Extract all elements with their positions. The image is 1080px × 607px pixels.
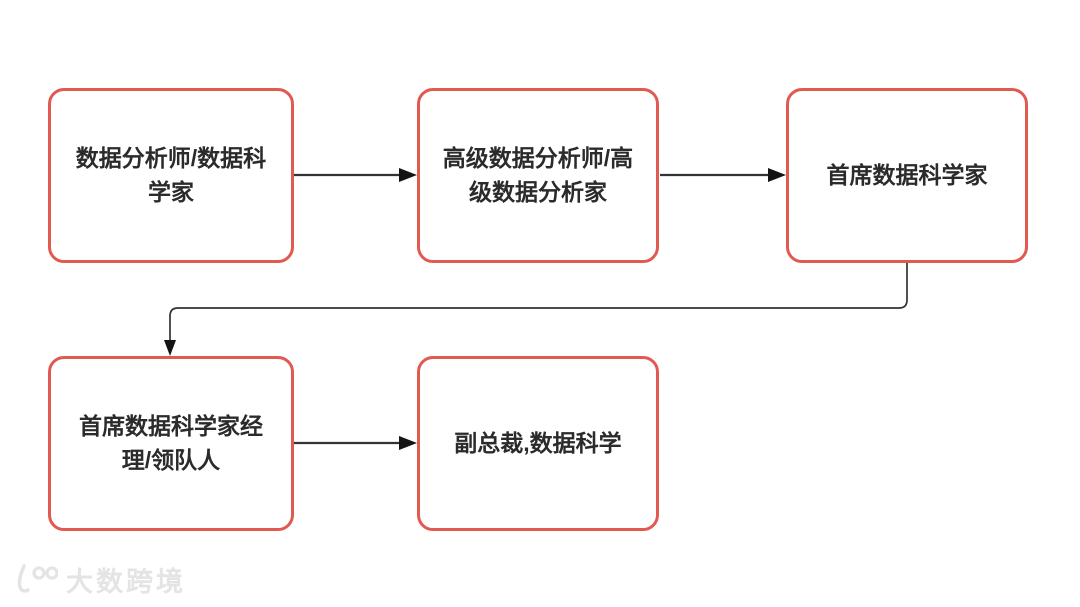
node-data-analyst-label: 数据分析师/数据科学家: [75, 145, 267, 205]
node-vp-data-science-label: 副总裁,数据科学: [454, 429, 622, 456]
node-senior-data-analyst: 高级数据分析师/高级数据分析家: [417, 88, 659, 263]
node-vp-data-science: 副总裁,数据科学: [417, 356, 659, 531]
node-cds-manager-lead-label: 首席数据科学家经理/领队人: [79, 413, 263, 473]
node-chief-data-scientist: 首席数据科学家: [786, 88, 1028, 263]
arrow-analyst-to-senior: [293, 168, 417, 182]
node-data-analyst: 数据分析师/数据科学家: [48, 88, 294, 263]
arrow-senior-to-chief: [660, 168, 786, 182]
arrow-manager-to-vp: [294, 436, 417, 450]
node-cds-manager-lead: 首席数据科学家经理/领队人: [48, 356, 294, 531]
watermark: 大数跨境: [14, 560, 186, 599]
watermark-logo-icon: [17, 563, 58, 593]
node-senior-data-analyst-label: 高级数据分析师/高级数据分析家: [442, 145, 634, 205]
watermark-text: 大数跨境: [66, 567, 186, 597]
node-chief-data-scientist-label: 首席数据科学家: [826, 161, 988, 188]
arrow-chief-to-manager: [164, 263, 908, 356]
